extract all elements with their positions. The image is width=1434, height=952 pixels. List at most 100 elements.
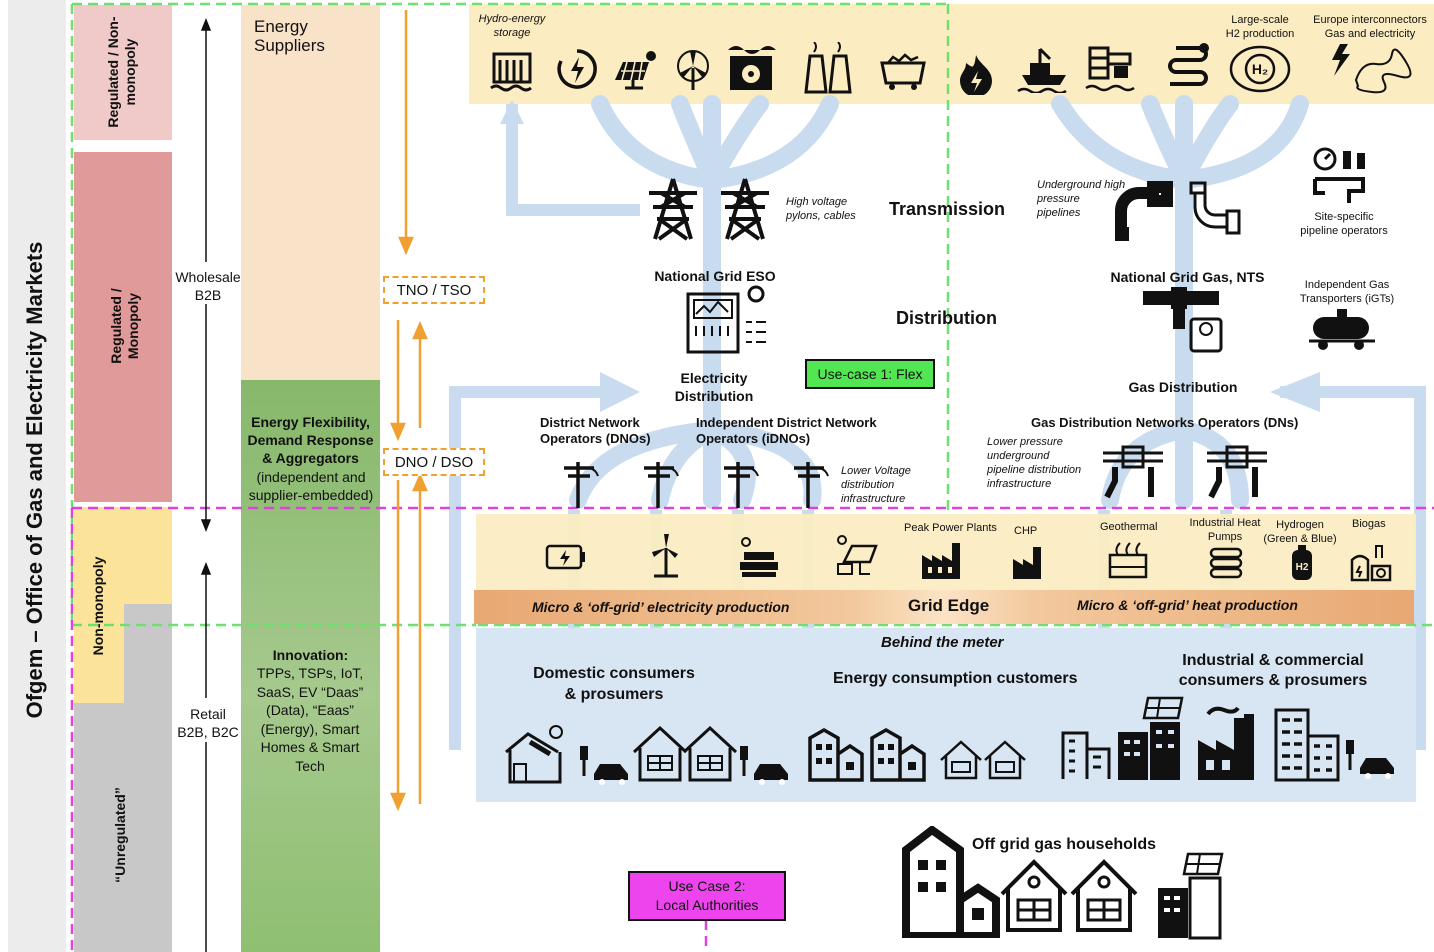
pylon-icon	[642, 176, 704, 242]
commercial-building-icon	[1272, 706, 1344, 782]
electricity-distribution-label: Electricity Distribution	[674, 370, 754, 404]
industrial-consumers-label: Industrial & commercial consumers & pros…	[1178, 652, 1368, 689]
large-scale-h2-label: Large-scale H2 production	[1225, 14, 1295, 40]
off-grid-solar-tower-icon	[1154, 852, 1226, 940]
hydro-dam-icon	[488, 45, 536, 93]
utility-pole-icon	[560, 458, 600, 508]
power-station-icon	[800, 42, 860, 94]
band-unregulated-lower	[74, 703, 172, 952]
solar-tower-icon	[1114, 696, 1186, 782]
gas-pipe-network-icon	[1100, 442, 1166, 502]
oil-platform-icon	[1084, 42, 1138, 94]
solar-array-icon	[736, 534, 782, 578]
utility-pole-icon-4	[790, 458, 830, 508]
micro-heat-label: Micro & ‘off-grid’ heat production	[1077, 597, 1298, 613]
micro-electricity-label: Micro & ‘off-grid’ electricity productio…	[532, 599, 790, 615]
townhouse-icon-2	[868, 726, 926, 782]
left-title-band	[8, 0, 66, 952]
svg-text:H₂: H₂	[1252, 61, 1268, 77]
pipe-elbow-icon	[1112, 180, 1174, 246]
lower-pressure-label: Lower pressure underground pipeline dist…	[987, 436, 1082, 490]
gas-pipe-network-icon-2	[1204, 442, 1270, 502]
behind-meter-label: Behind the meter	[881, 634, 1004, 651]
solar-panel-icon	[610, 45, 662, 93]
tno-tso-label: TNO / TSO	[383, 276, 485, 304]
band-regulated-non-monopoly	[74, 5, 172, 140]
pipeline-coil-icon	[1160, 40, 1216, 94]
dnos-label: District Network Operators (DNOs)	[540, 415, 651, 446]
use-case-1-label: Use-case 1: Flex	[805, 359, 935, 389]
national-grid-gas-label: National Grid Gas, NTS	[1110, 269, 1265, 285]
energy-consumption-label: Energy consumption customers	[833, 670, 1078, 687]
biogas-label: Biogas	[1352, 518, 1386, 530]
small-house-icon	[938, 738, 984, 780]
innovation-items: TPPs, TSPs, IoT, SaaS, EV “Daas” (Data),…	[256, 665, 364, 774]
office-building-icon	[1058, 726, 1114, 782]
factory-icon	[1194, 704, 1270, 780]
solar-battery-icon	[834, 532, 880, 578]
lower-voltage-label: Lower Voltage distribution infrastructur…	[841, 465, 911, 505]
wind-turbine-icon	[670, 45, 716, 93]
hydrogen-tank-icon: H2	[1288, 544, 1316, 582]
apartment-building-icon	[900, 826, 1000, 938]
renewable-power-icon	[553, 45, 601, 93]
small-house-icon-2	[982, 738, 1028, 780]
idnos-label: Independent District Network Operators (…	[696, 415, 877, 446]
battery-icon	[544, 540, 588, 574]
innovation-heading: Innovation:	[272, 647, 349, 663]
pylons-label: High voltage pylons, cables	[786, 196, 856, 222]
pylon-icon-2	[714, 176, 776, 242]
house-icon	[630, 724, 690, 782]
domestic-consumers-label: Domestic consumers & prosumers	[533, 665, 695, 703]
label-wholesale: Wholesale B2B	[175, 269, 241, 303]
ev-charger-car-icon-3	[1342, 734, 1398, 780]
europe-interconnectors-label: Europe interconnectors Gas and electrici…	[1313, 14, 1427, 40]
hydrogen-h2-icon: H₂	[1228, 44, 1292, 94]
control-panel-icon	[684, 284, 780, 356]
igts-label: Independent Gas Transporters (iGTs)	[1299, 279, 1395, 305]
small-wind-turbine-icon	[644, 532, 688, 578]
label-retail: Retail B2B, B2C	[177, 706, 239, 740]
flexibility-label: Energy Flexibility, Demand Response & Ag…	[247, 414, 374, 466]
chp-plant-icon	[1010, 544, 1046, 580]
biogas-plant-icon	[1346, 538, 1394, 582]
utility-pole-icon-2	[640, 458, 680, 508]
utility-pole-icon-3	[720, 458, 760, 508]
national-grid-eso-label: National Grid ESO	[654, 268, 776, 284]
gdns-label: Gas Distribution Networks Operators (DNs…	[1031, 415, 1299, 430]
hydro-storage-label: Hydro-energy storage	[478, 13, 546, 39]
site-specific-label: Site-specific pipeline operators	[1300, 211, 1388, 237]
grid-edge-label: Grid Edge	[908, 596, 990, 615]
townhouse-icon	[806, 726, 864, 782]
transmission-heading: Transmission	[889, 199, 1006, 219]
offshore-rig-icon	[1016, 45, 1074, 93]
use-case-2-label: Use Case 2: Local Authorities	[628, 871, 786, 921]
nuclear-plant-icon	[724, 42, 778, 94]
solar-house-icon	[500, 720, 572, 786]
chp-label: CHP	[1014, 525, 1038, 537]
pipe-elbow-outline-icon	[1184, 176, 1246, 246]
gas-flame-icon	[954, 52, 998, 96]
gas-distribution-label: Gas Distribution	[1128, 379, 1238, 395]
coal-cart-icon	[878, 50, 928, 92]
ev-charger-car-icon-2	[736, 740, 792, 786]
ev-charger-car-icon	[576, 740, 632, 786]
grid-edge-bar	[474, 590, 1414, 624]
heat-pumps-label: Industrial Heat Pumps	[1189, 517, 1261, 543]
hydrogen-label: Hydrogen (Green & Blue)	[1263, 519, 1337, 545]
geothermal-icon	[1104, 540, 1152, 582]
heat-pump-icon	[1206, 542, 1246, 582]
geothermal-label: Geothermal	[1100, 521, 1158, 533]
band-regulated-monopoly	[74, 152, 172, 502]
peak-power-label: Peak Power Plants	[904, 522, 997, 534]
svg-text:H2: H2	[1296, 562, 1309, 573]
off-grid-house-icon	[998, 858, 1070, 932]
energy-suppliers-column	[241, 5, 380, 380]
off-grid-households-label: Off grid gas households	[972, 836, 1157, 853]
interconnector-map-icon	[1326, 40, 1412, 96]
house-icon-2	[680, 724, 740, 782]
flexibility-column	[241, 380, 380, 952]
energy-suppliers-label: Energy Suppliers	[254, 17, 325, 55]
pipeline-operator-icon	[1306, 144, 1372, 210]
